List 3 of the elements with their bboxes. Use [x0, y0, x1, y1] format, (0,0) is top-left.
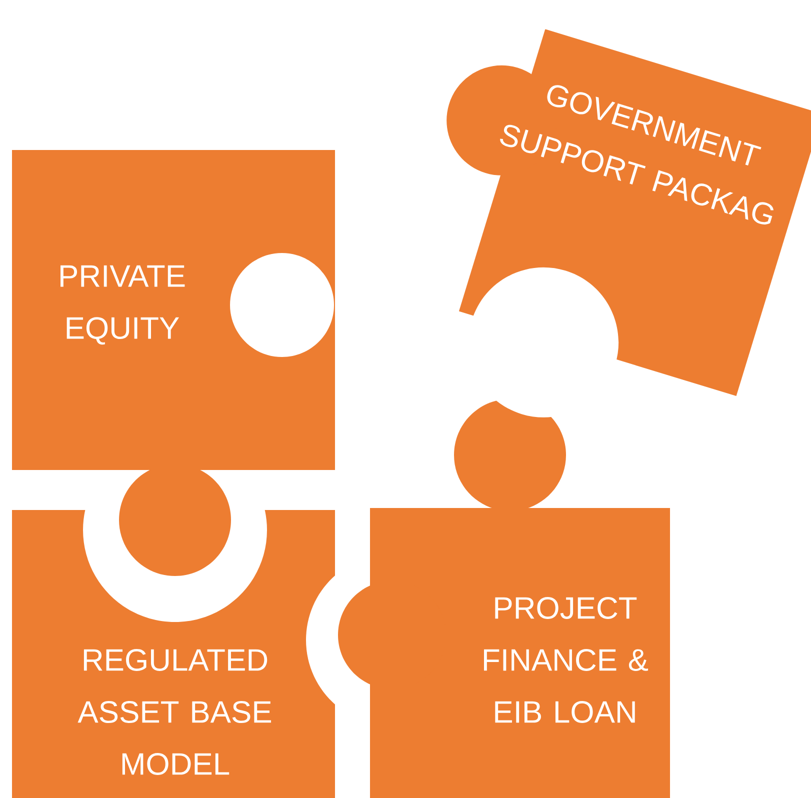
puzzle-piece: PROJECT FINANCE & EIB LOAN	[338, 399, 670, 798]
puzzle-piece: REGULATED ASSET BASE MODEL	[12, 510, 335, 798]
puzzle-piece: PRIVATE EQUITY	[12, 150, 335, 576]
